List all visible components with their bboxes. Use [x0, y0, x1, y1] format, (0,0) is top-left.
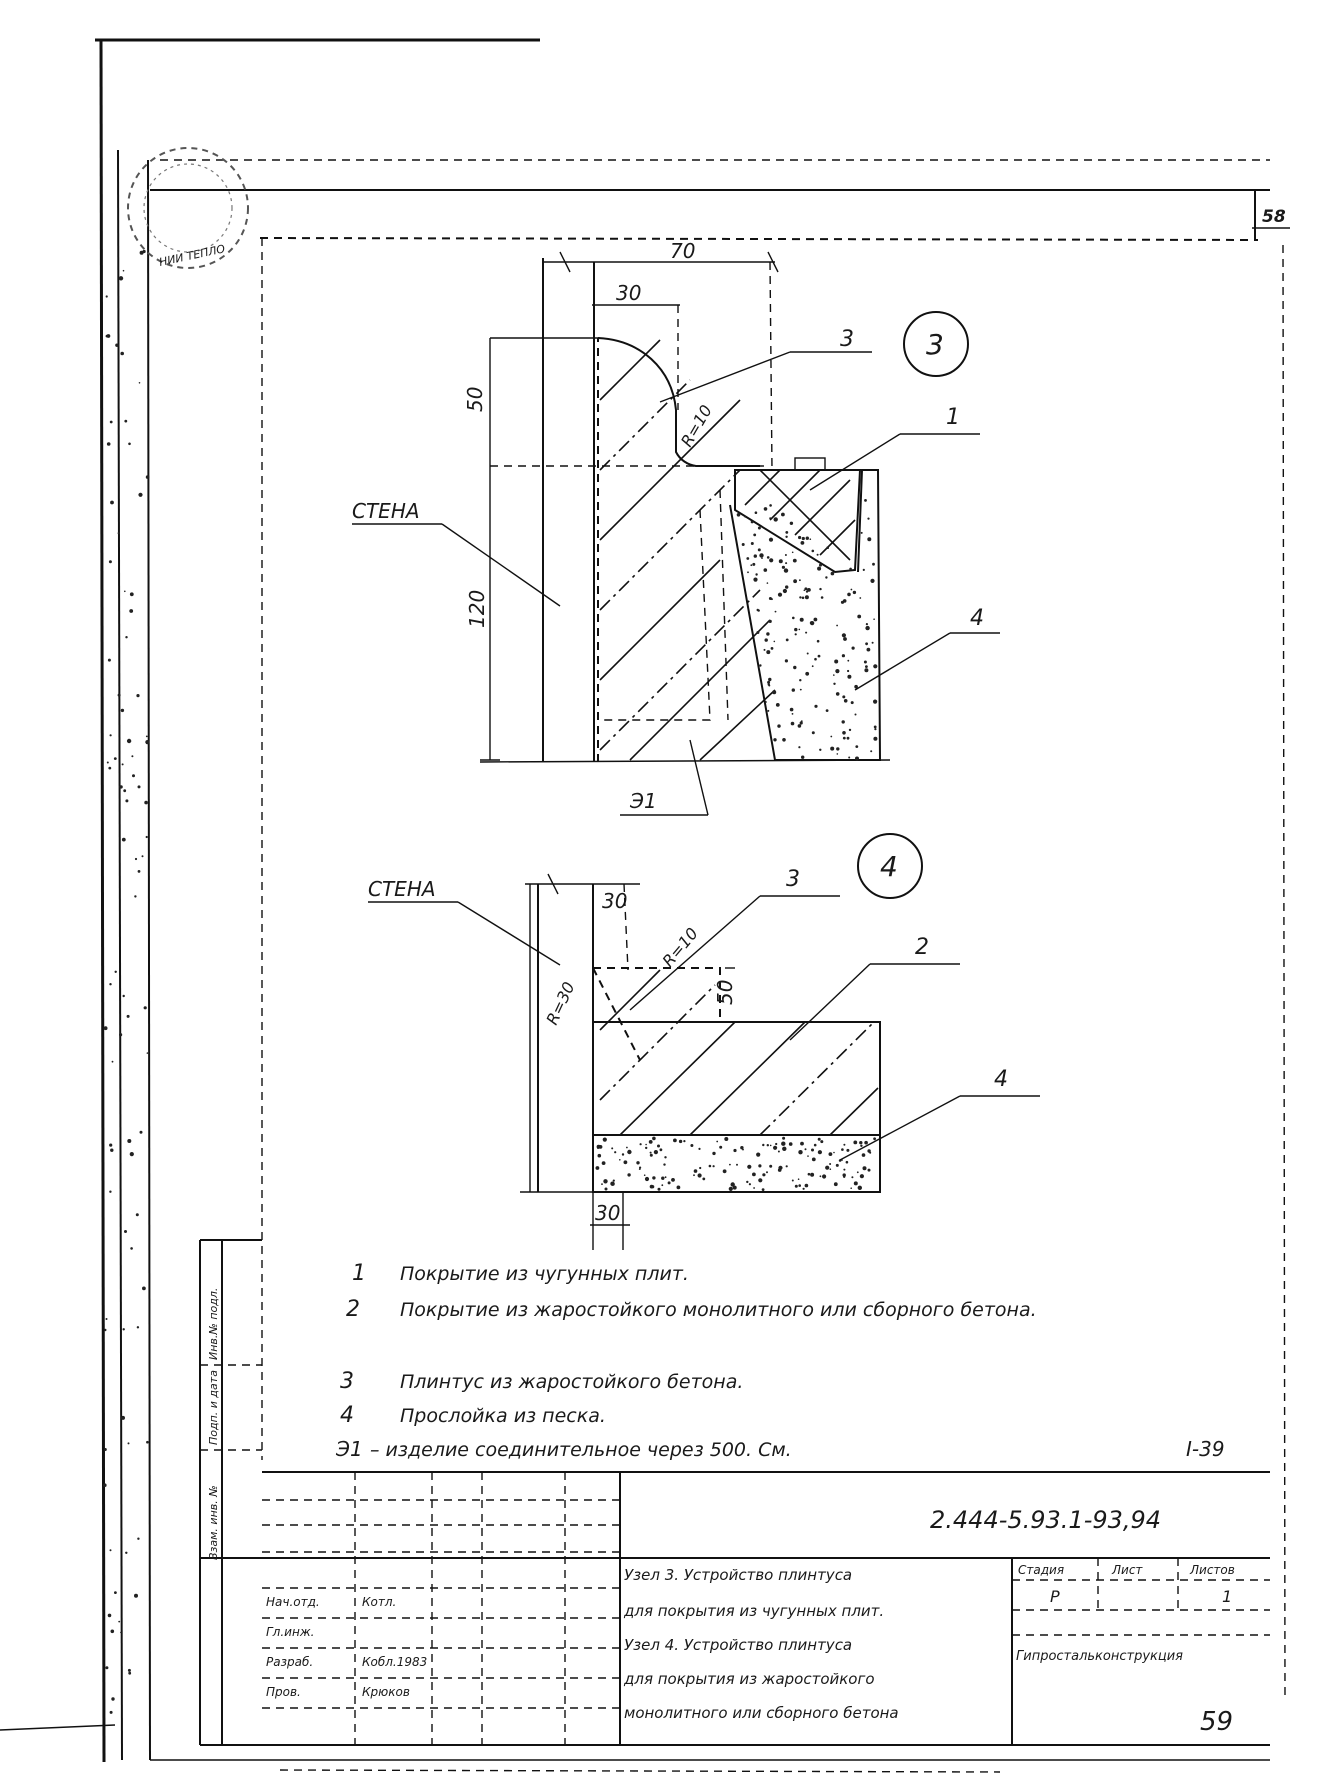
title-desc-line-1: Узел 3. Устройство плинтуса: [624, 1566, 852, 1584]
node3-dim-top: 70: [670, 239, 695, 263]
legend-text-e1: – изделие соединительное через 500. См.: [370, 1439, 792, 1461]
side-stamp-1: Инв.№ подл.: [207, 1288, 220, 1360]
legend-text-4: Прослойка из песка.: [400, 1405, 606, 1427]
name-1: Котл.: [362, 1595, 396, 1609]
name-4: Крюков: [362, 1685, 410, 1699]
node4-dim-bottom: 30: [595, 1201, 620, 1225]
side-stamp-3: Взам. инв. №: [207, 1485, 220, 1560]
svg-text:НИИ ТЕПЛО: НИИ ТЕПЛО: [158, 242, 227, 269]
node3-callout-3: 3: [840, 327, 854, 352]
round-stamp-icon: НИИ ТЕПЛО: [127, 147, 249, 269]
title-desc-line-2: для покрытия из чугунных плит.: [623, 1602, 884, 1620]
node3-callout-1: 1: [946, 405, 960, 430]
node4-wall-label: СТЕНА: [368, 877, 436, 901]
node4-callout-2: 2: [915, 935, 929, 960]
sheet-frame: [0, 38, 1286, 1773]
page-stamp: 59: [1200, 1707, 1233, 1737]
edge-specks: [103, 249, 150, 1714]
col-header-sheets: Листов: [1189, 1563, 1235, 1577]
drawing-code: 2.444-5.93.1-93,94: [930, 1506, 1161, 1534]
node3-dim-height-lower: 120: [465, 590, 489, 628]
title-desc-line-5: монолитного или сборного бетона: [624, 1704, 899, 1722]
legend-num-e1: Э1: [335, 1437, 363, 1461]
legend-num-4: 4: [340, 1403, 354, 1428]
legend-text-3: Плинтус из жаростойкого бетона.: [400, 1371, 743, 1393]
organization: Гипростальконструкция: [1016, 1649, 1183, 1664]
legend-text-1: Покрытие из чугунных плит.: [400, 1263, 689, 1285]
legend-num-1: 1: [352, 1261, 366, 1286]
sheet-number: 58: [1262, 207, 1286, 227]
node-3-detail: 70 30 50 120 R=10 СТЕНА 3 1 4 Э1 3: [352, 239, 1000, 816]
node3-radius-label: R=10: [677, 402, 716, 450]
node4-marker-circle: [857, 833, 923, 899]
node4-dim-height: 50: [713, 980, 737, 1005]
node4-radius-small: R=10: [659, 924, 702, 971]
plinth-hatch-3: [599, 339, 776, 761]
plate-crosshatch: [744, 469, 856, 561]
stage-value: Р: [1050, 1587, 1060, 1606]
node3-dim-height-upper: 50: [463, 387, 487, 412]
role-4: Пров.: [266, 1685, 301, 1699]
node4-radius-large: R=30: [542, 979, 578, 1028]
node3-callout-4: 4: [970, 606, 984, 631]
node3-dim-sub: 30: [616, 281, 641, 305]
title-desc-line-3: Узел 4. Устройство плинтуса: [624, 1636, 852, 1654]
node3-wall-label: СТЕНА: [352, 499, 420, 523]
role-3: Разраб.: [266, 1655, 313, 1669]
legend: 1 Покрытие из чугунных плит. 2 Покрытие …: [335, 1261, 1225, 1461]
side-stamp-2: Подп. и дата: [207, 1370, 220, 1445]
legend-num-2: 2: [346, 1297, 360, 1322]
sand-layer-4: [595, 1136, 876, 1191]
node3-marker: 3: [926, 328, 944, 361]
sheets-value: 1: [1222, 1587, 1232, 1606]
col-header-sheet: Лист: [1111, 1563, 1143, 1577]
role-2: Гл.инж.: [266, 1625, 314, 1639]
node3-callout-e1: Э1: [629, 789, 657, 813]
name-3: Кобл.1983: [362, 1655, 427, 1669]
node4-callout-3: 3: [786, 867, 800, 892]
node-4-detail: 30 50 30 R=10 R=30 СТЕНА 3 2 4 4: [368, 833, 1040, 1250]
col-header-stage: Стадия: [1018, 1563, 1064, 1577]
role-1: Нач.отд.: [266, 1595, 320, 1609]
node4-marker: 4: [880, 850, 898, 883]
plinth-hatch-4: [599, 969, 879, 1136]
legend-num-3: 3: [340, 1369, 354, 1394]
node3-marker-circle: [903, 311, 969, 377]
title-desc-line-4: для покрытия из жаростойкого: [623, 1670, 875, 1688]
title-block: Инв.№ подл. Подп. и дата Взам. инв. № 2.…: [199, 1239, 1270, 1746]
legend-reference: I-39: [1186, 1437, 1225, 1461]
node4-callout-4: 4: [994, 1067, 1008, 1092]
sand-layer-3: [736, 499, 878, 761]
node4-dim-top: 30: [602, 889, 627, 913]
legend-text-2: Покрытие из жаростойкого монолитного или…: [400, 1299, 1037, 1321]
